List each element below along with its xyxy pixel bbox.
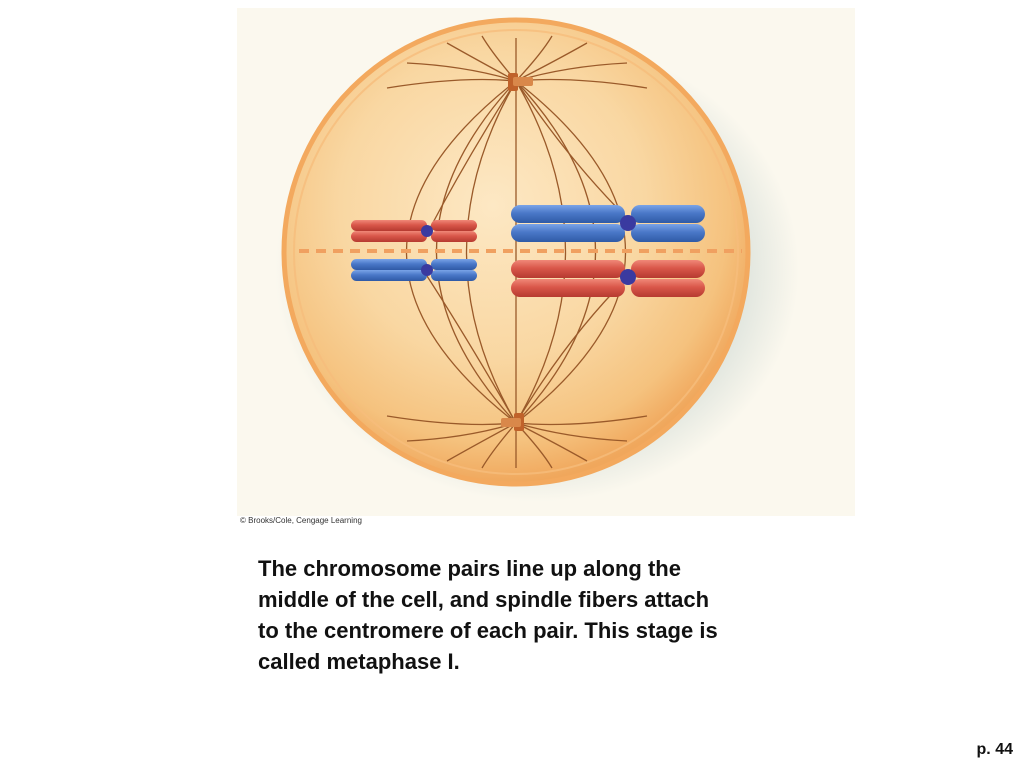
cell-diagram bbox=[275, 17, 799, 502]
spindle-fibers bbox=[386, 35, 648, 469]
chromosome-large-blue bbox=[511, 205, 705, 242]
image-credit: © Brooks/Cole, Cengage Learning bbox=[240, 516, 362, 525]
page-number: p. 44 bbox=[976, 741, 1013, 758]
cell-inner-rim bbox=[293, 29, 739, 475]
chromosome-small-blue bbox=[351, 259, 477, 281]
centriole-bottom-icon bbox=[501, 413, 524, 431]
chromosome-small-red bbox=[351, 220, 477, 242]
centriole-top-icon bbox=[508, 73, 533, 91]
caption-line: called metaphase I. bbox=[258, 649, 460, 674]
metaphase-figure bbox=[237, 8, 855, 516]
caption-line: middle of the cell, and spindle fibers a… bbox=[258, 587, 710, 612]
caption-line: The chromosome pairs line up along the bbox=[258, 556, 681, 581]
caption-line: to the centromere of each pair. This sta… bbox=[258, 618, 718, 643]
slide-caption: The chromosome pairs line up along the m… bbox=[258, 553, 818, 677]
chromosome-large-red bbox=[511, 260, 705, 297]
